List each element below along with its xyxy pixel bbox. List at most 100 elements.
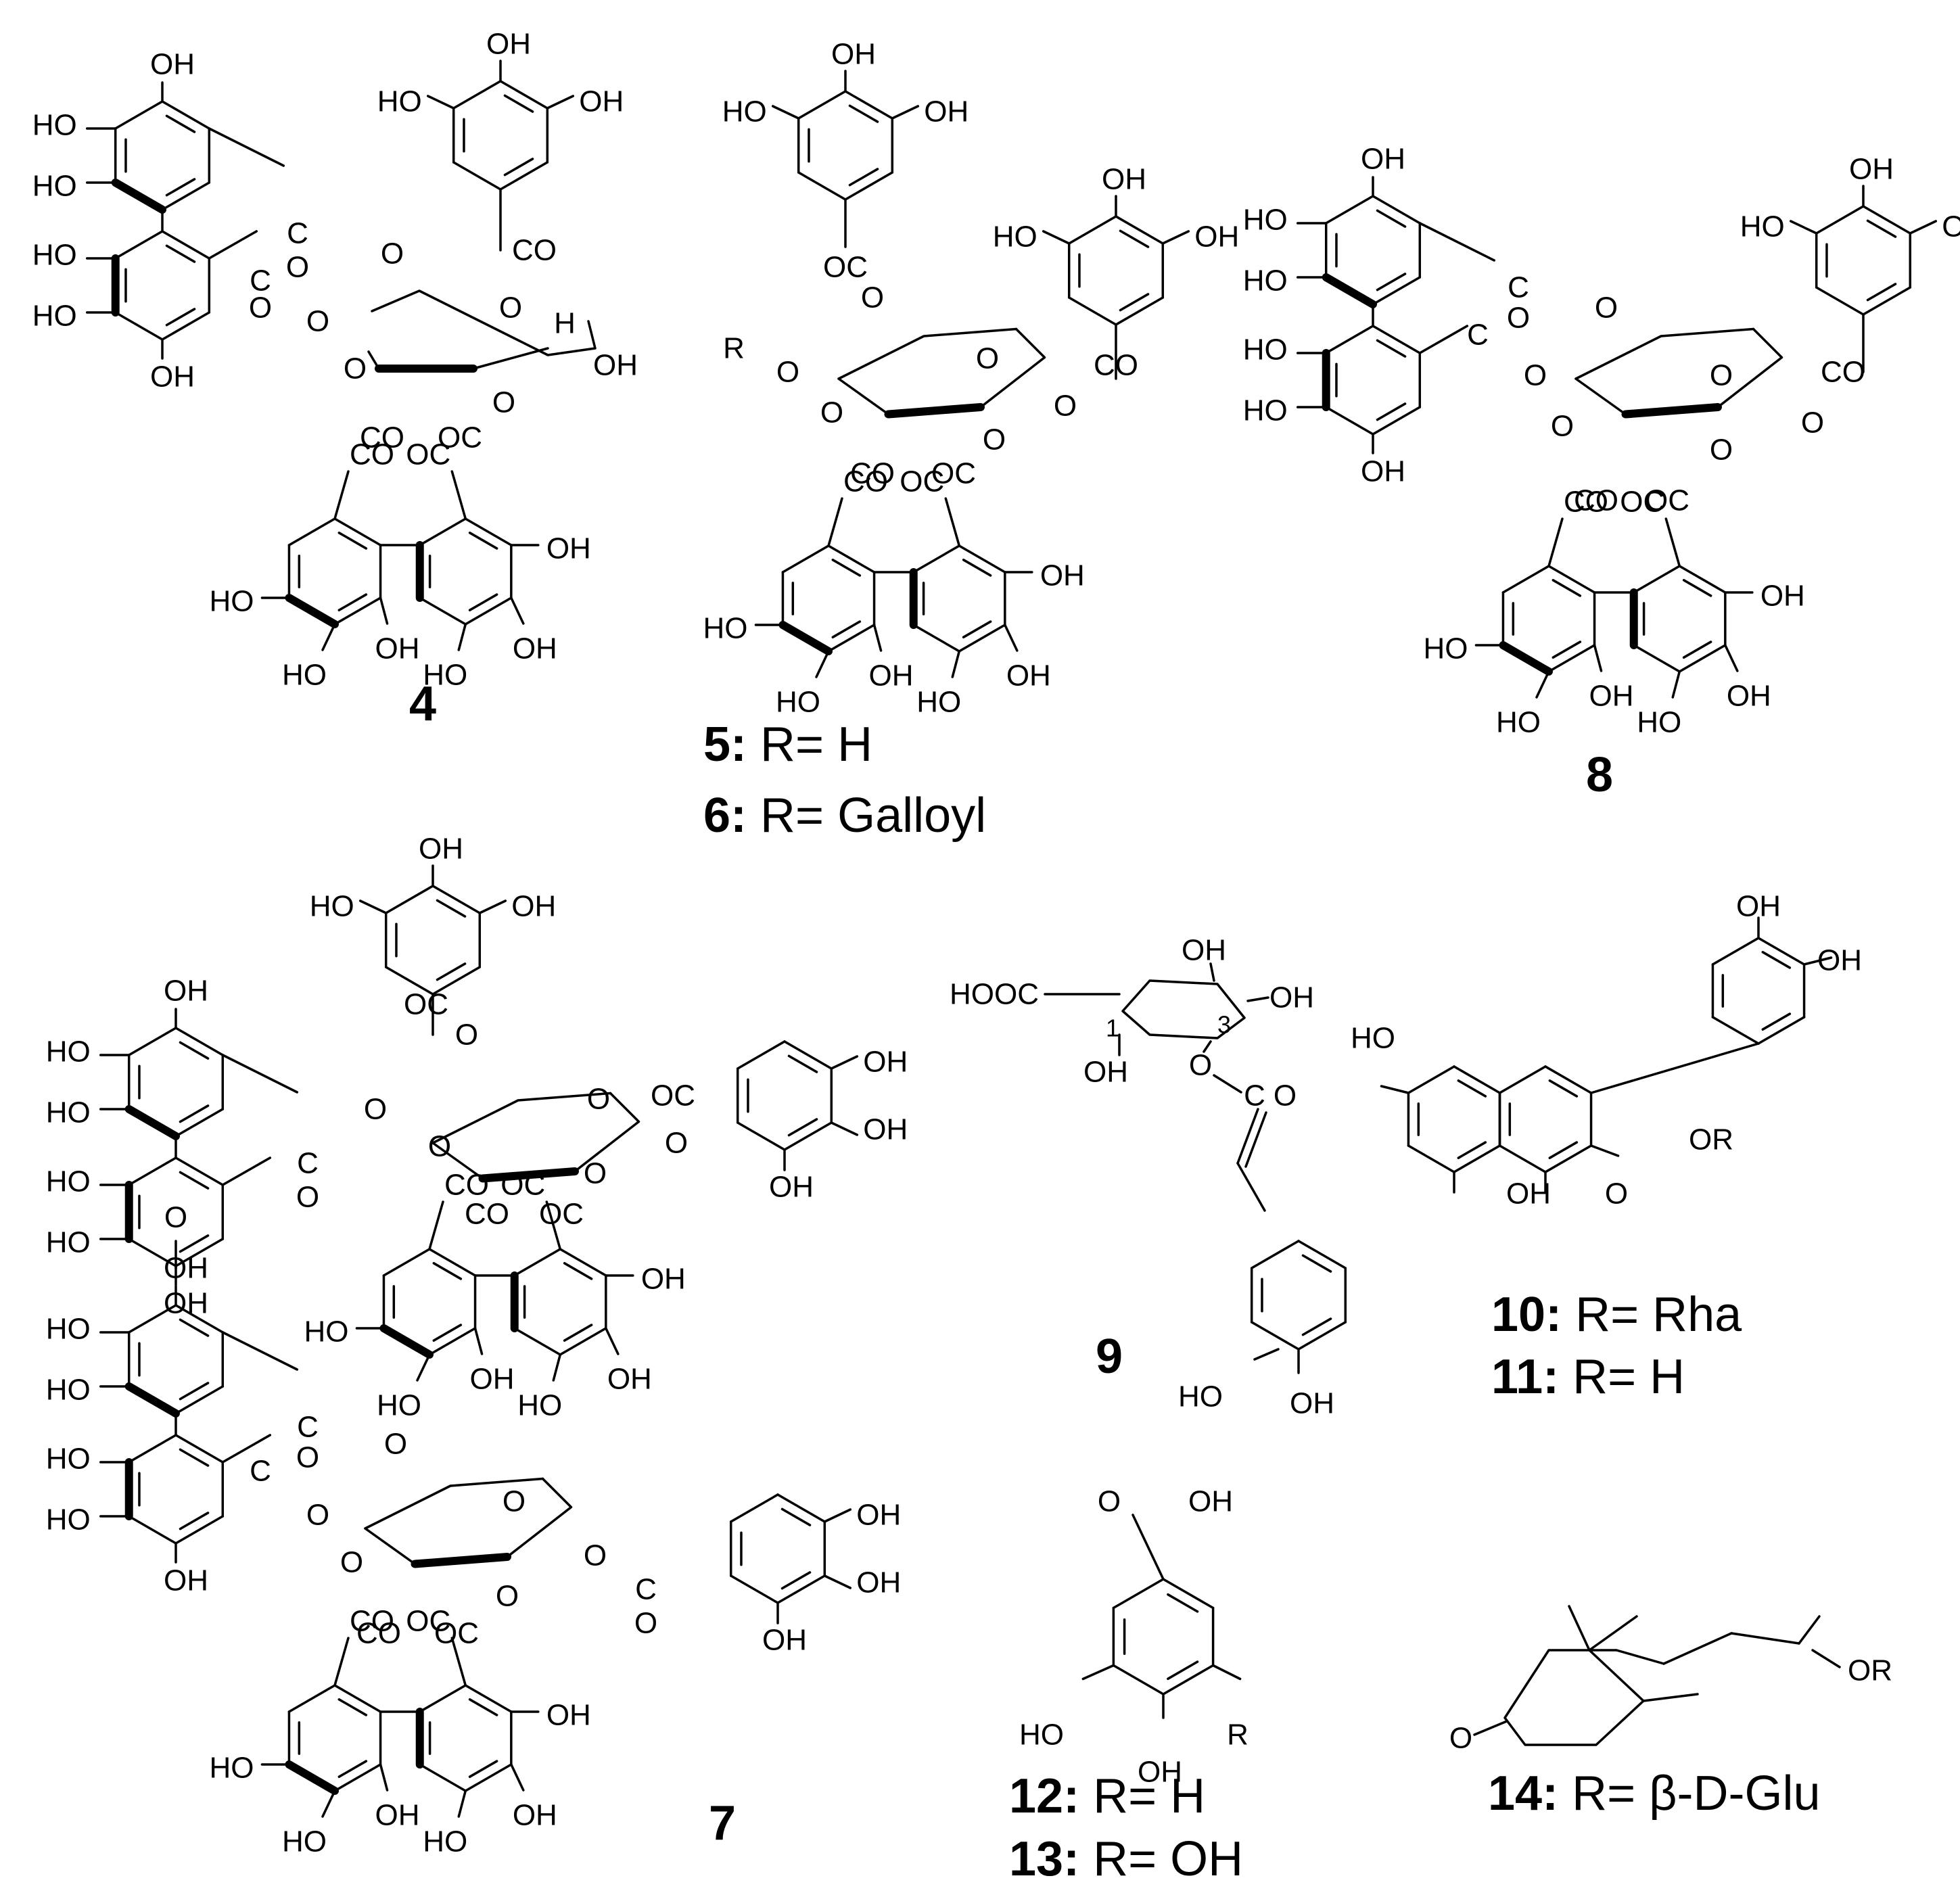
ring-bond (161, 230, 211, 260)
double-bond (848, 168, 879, 187)
atom-label: CO (356, 1617, 401, 1650)
atom-label: OH (1361, 455, 1405, 488)
bond (605, 1327, 620, 1355)
ring-bond (1372, 406, 1422, 436)
atom-label: OH (1849, 153, 1894, 186)
atom-label: OH (1290, 1387, 1334, 1420)
bond (1642, 1693, 1699, 1702)
ring-bond (912, 544, 961, 574)
atom-label: OR (1689, 1123, 1733, 1156)
double-bond (432, 1262, 463, 1280)
atom-label: HO (282, 1825, 327, 1858)
ring-bond (287, 1684, 336, 1713)
double-bond (962, 620, 992, 638)
compound-9-label: 9 (1096, 1330, 1123, 1384)
ring-bond (333, 517, 382, 546)
atom-label: OC (438, 421, 482, 454)
atom-label: OH (546, 1699, 591, 1732)
atom-label: OH (164, 1564, 208, 1597)
bond (358, 899, 388, 914)
double-bond (1682, 579, 1712, 597)
bond (1802, 956, 1833, 966)
double-bond (848, 104, 879, 123)
bond (333, 470, 350, 520)
ring-bond (1067, 215, 1117, 245)
bond (951, 650, 961, 678)
cyclohexane-ring (1121, 979, 1246, 1039)
atom-label: OH (924, 95, 969, 128)
atom-label: OC (931, 457, 976, 490)
ring-bond (1815, 286, 1865, 316)
bond (221, 1156, 272, 1186)
sugar-ring (837, 327, 1018, 380)
ring-bond (1544, 1065, 1593, 1094)
ring-bond (1453, 1065, 1501, 1094)
ring-bond (428, 1248, 477, 1277)
atom-label: OH (1361, 143, 1405, 176)
compound-6-label: 6: R= Galloyl (703, 789, 986, 843)
bond (457, 623, 467, 651)
atom-label: R (1227, 1718, 1249, 1752)
bold-bond (411, 1553, 511, 1568)
atom-label: CO (360, 421, 404, 454)
double-bond (1682, 640, 1712, 659)
atom-label: OH (546, 532, 591, 565)
bold-bond (478, 1167, 579, 1183)
bond (1589, 1144, 1620, 1157)
ring-bond (114, 311, 164, 341)
atom-label: CO (1821, 356, 1865, 389)
atom-label: O (344, 352, 367, 385)
double-bond (179, 1448, 210, 1467)
ring-bond (428, 1327, 477, 1356)
ring-bond (384, 966, 434, 996)
atom-label: O (364, 1093, 387, 1126)
atom-label: HO (46, 1226, 91, 1259)
bond (208, 127, 285, 167)
double-bond (468, 1698, 498, 1716)
ring-bond (1162, 1664, 1215, 1695)
atom-label: HO (423, 1825, 467, 1858)
atom-label: HO (46, 1165, 91, 1198)
atom-label: OR (1848, 1654, 1892, 1687)
ring-bond (736, 1040, 786, 1070)
double-bond (1119, 293, 1150, 312)
ring-bond (333, 596, 382, 626)
atom-label: HO (1243, 394, 1288, 427)
compound-8-label: 8 (1586, 748, 1613, 802)
ring-bond (958, 544, 1006, 574)
atom-label: OH (1194, 220, 1239, 254)
bond (1615, 1649, 1665, 1665)
atom-label: OC (900, 465, 944, 498)
ring-bond (174, 1434, 225, 1464)
ring-bond (174, 1304, 225, 1334)
bond (510, 1763, 525, 1792)
ring-bond (161, 181, 211, 211)
atom-label: OC (434, 1617, 479, 1650)
double-bond (1301, 1254, 1332, 1273)
compound-12-label: 12: R= H (1009, 1769, 1205, 1823)
ring-bond (1711, 937, 1760, 966)
double-bond (831, 620, 862, 638)
double-bond (1119, 229, 1150, 248)
atom-label: OH (1727, 680, 1771, 713)
bond (1131, 1514, 1165, 1581)
double-bond (503, 94, 534, 113)
atom-label: OH (150, 360, 195, 394)
double-bond (1866, 219, 1897, 238)
atom-label: OH (1760, 580, 1805, 613)
atom-label: C (297, 1147, 319, 1180)
bold-bond (124, 1382, 180, 1418)
ring-bond (1678, 565, 1727, 594)
atom-label: 3 (1217, 1011, 1231, 1039)
double-bond (1167, 1593, 1199, 1613)
ring-bond (174, 1108, 225, 1138)
ring-bond (384, 885, 434, 914)
bond (944, 497, 961, 547)
atom-label: H (554, 307, 576, 340)
ring-bond (1544, 1144, 1593, 1173)
atom-label: O (634, 1607, 657, 1640)
atom-label: OH (869, 659, 914, 693)
atom-label: CO (350, 1605, 394, 1638)
atom-label: C (250, 1455, 271, 1488)
